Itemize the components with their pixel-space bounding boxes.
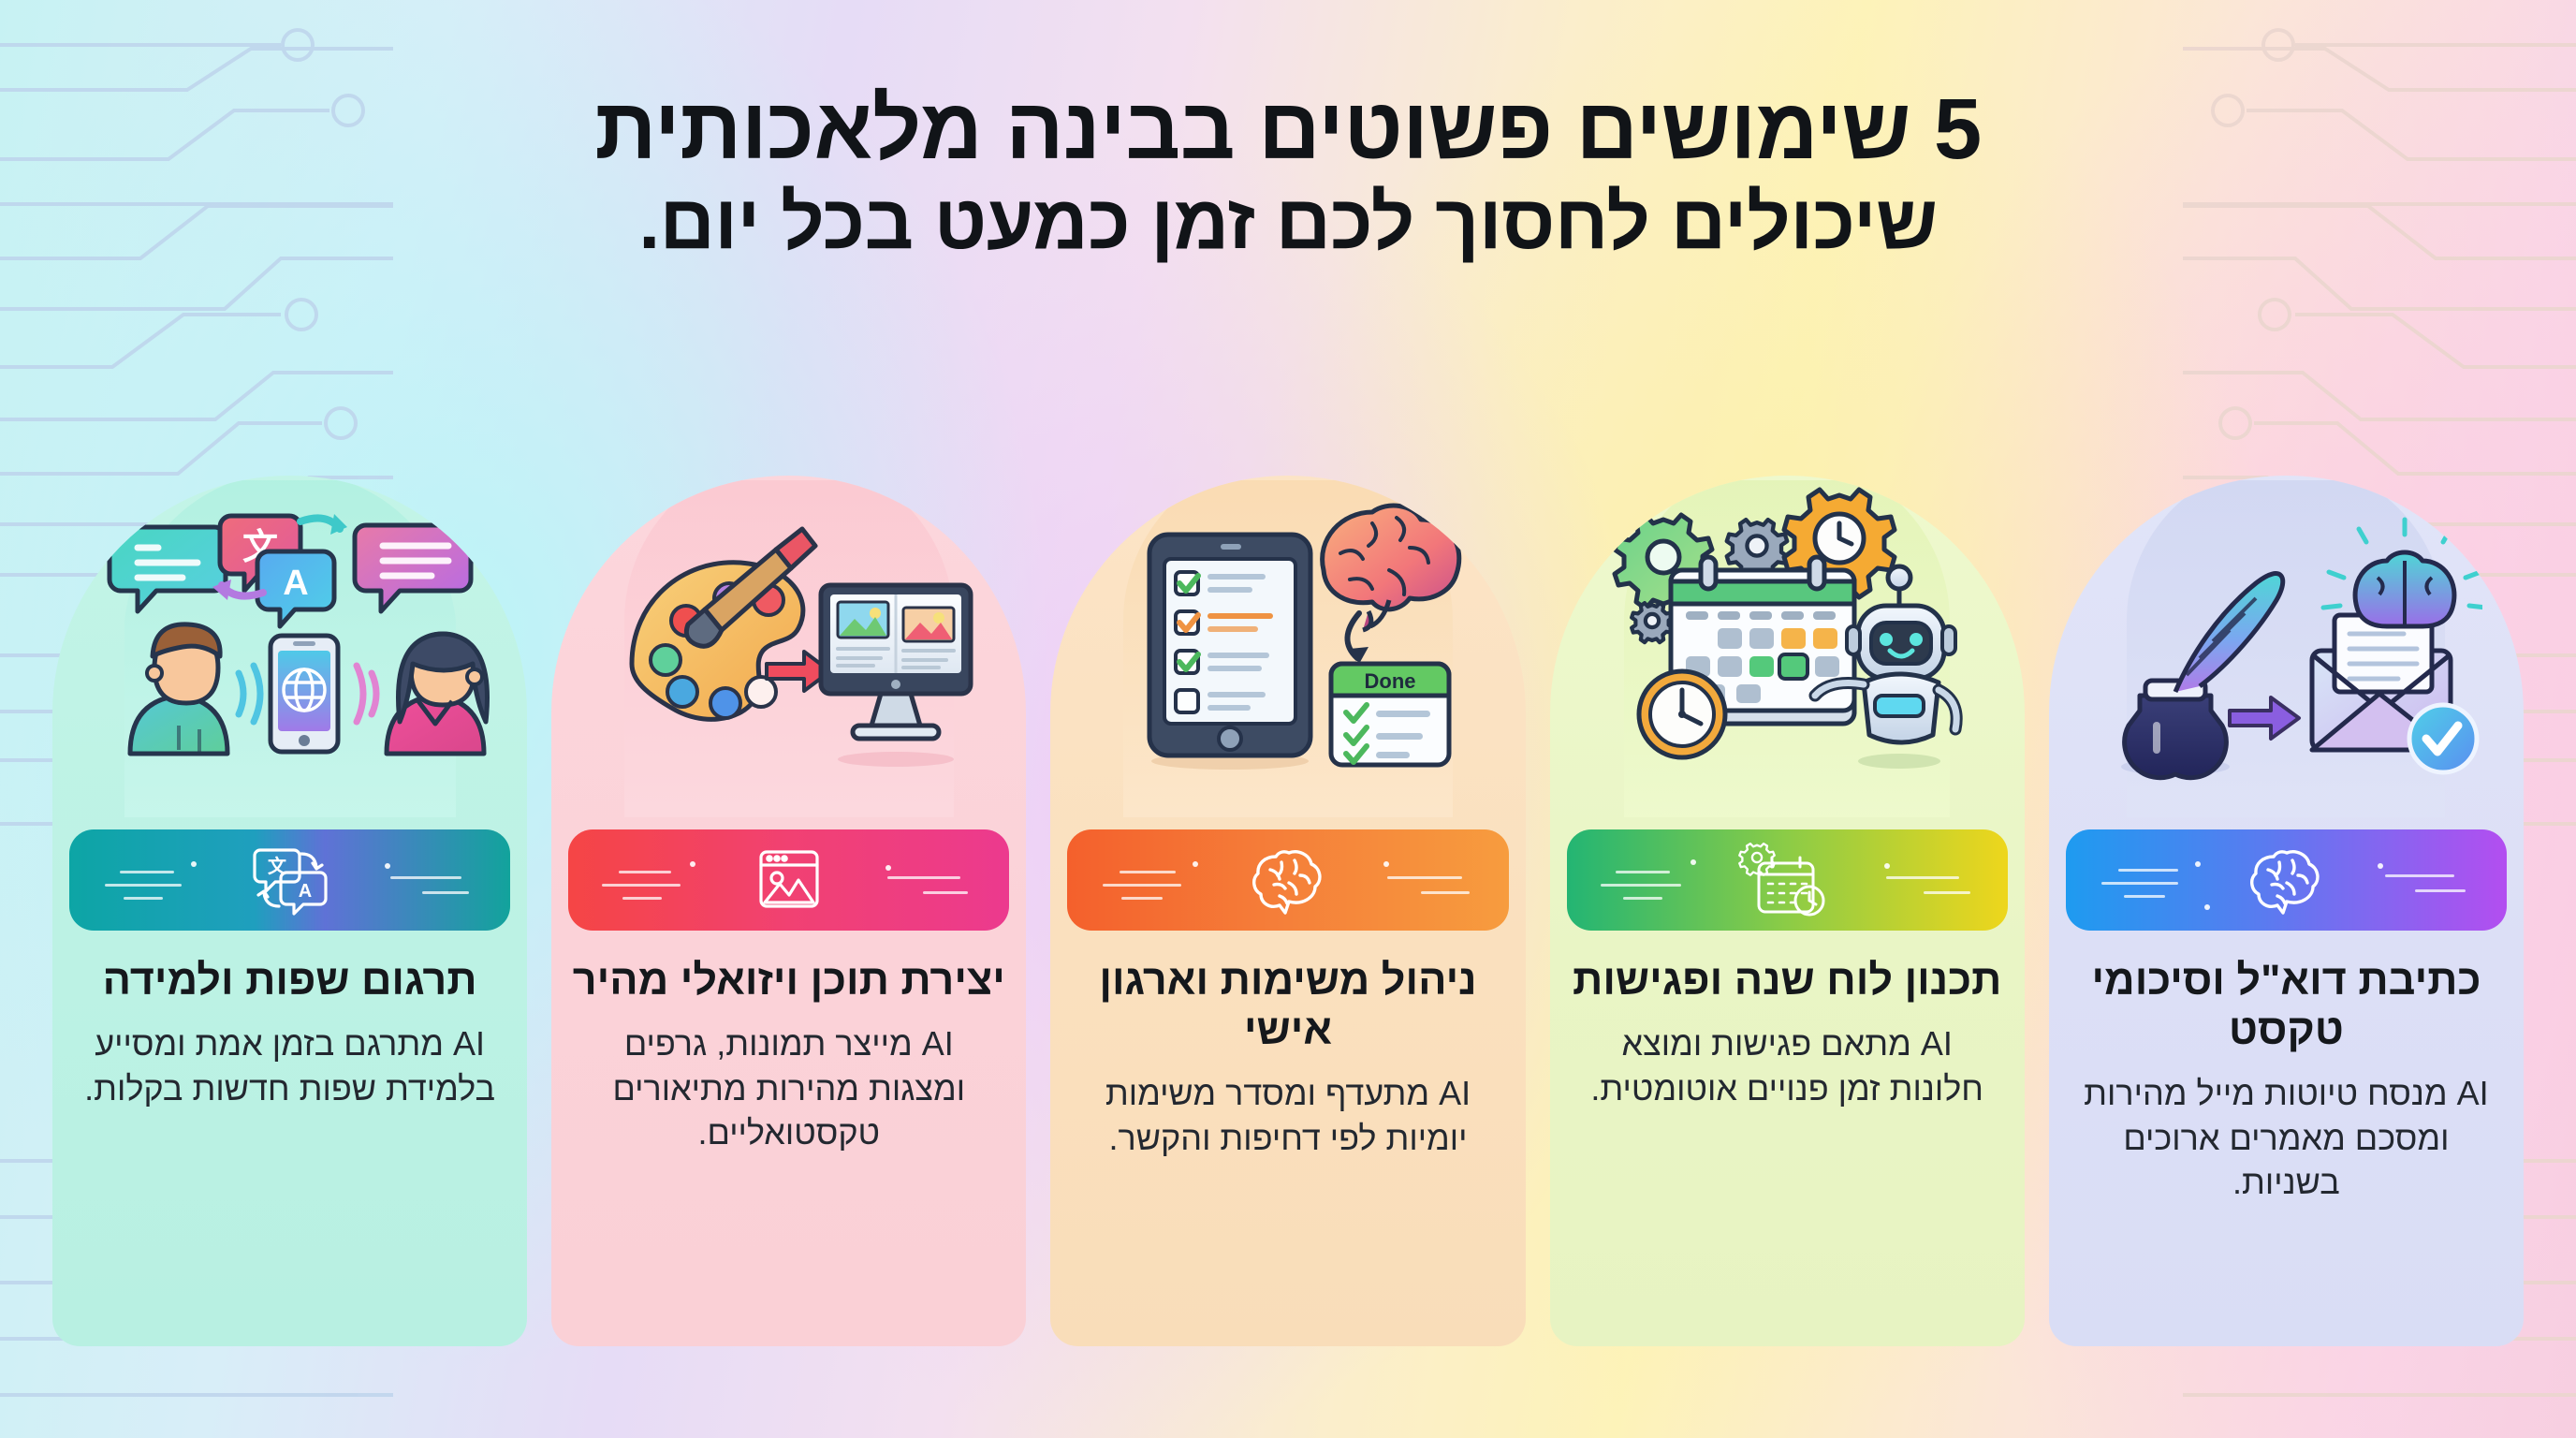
banner-task-management <box>1067 829 1509 931</box>
done-badge-label: Done <box>1365 669 1416 693</box>
image-window-icon <box>759 850 819 908</box>
banner-calendar-planning <box>1566 829 2008 931</box>
card-title-task-management: ניהול משימות וארגון אישי <box>1099 956 1477 1054</box>
svg-text:文: 文 <box>268 855 287 877</box>
card-email-writing[interactable]: כתיבת דוא"ל וסיכומי טקסט AI מנסח טיוטות … <box>2048 476 2524 1346</box>
banner-translation-learning: 文 A <box>68 829 511 931</box>
translate-latin-glyph: A <box>283 564 308 603</box>
banner-email-writing <box>2065 829 2507 931</box>
svg-text:A: A <box>298 881 311 902</box>
card-body-task-management: AI מתעדף ומסדר משימות יומיות לפי דחיפות … <box>1105 1074 1471 1157</box>
brain-icon <box>2250 850 2320 915</box>
header: 5 שימושים פשוטים בבינה מלאכותית שיכולים … <box>0 81 2576 266</box>
calendar-gear-clock-icon <box>1738 843 1825 917</box>
illustration-tablet-checklist-brain-done: Done <box>1050 476 1525 822</box>
cards-row: כתיבת דוא"ל וסיכומי טקסט AI מנסח טיוטות … <box>51 476 2524 1346</box>
card-body-calendar-planning: AI מתאם פגישות ומוצא חלונות זמן פנויים א… <box>1590 1024 1983 1108</box>
illustration-calendar-gears-clock-robot <box>1550 476 2025 822</box>
page-title-line-2: שיכולים לחסוך לכם זמן כמעט בכל יום. <box>638 179 1938 265</box>
card-translation-learning[interactable]: 文 A <box>51 476 528 1346</box>
page-title-line-1: 5 שימושים פשוטים בבינה מלאכותית <box>594 81 1982 177</box>
illustration-people-phone-speech-translate: 文 A <box>52 476 527 822</box>
illustration-palette-brush-monitor-images <box>551 476 1026 822</box>
translate-icon: 文 A <box>252 848 328 916</box>
card-calendar-planning[interactable]: תכנון לוח שנה ופגישות AI מתאם פגישות ומו… <box>1549 476 2025 1346</box>
card-title-calendar-planning: תכנון לוח שנה ופגישות <box>1573 956 2002 1004</box>
illustration-quill-inkwell-envelope-brain <box>2049 476 2524 822</box>
brain-icon <box>1252 850 1322 915</box>
card-visual-content[interactable]: יצירת תוכן ויזואלי מהיר AI מייצר תמונות,… <box>551 476 1027 1346</box>
card-title-visual-content: יצירת תוכן ויזואלי מהיר <box>572 956 1005 1004</box>
banner-visual-content <box>568 829 1010 931</box>
card-body-visual-content: AI מייצר תמונות, גרפים ומצגות מהירות מתי… <box>612 1024 966 1152</box>
card-title-translation-learning: תרגום שפות ולמידה <box>102 956 477 1004</box>
card-body-translation-learning: AI מתרגם בזמן אמת ומסייע בלמידת שפות חדש… <box>84 1024 496 1108</box>
card-title-email-writing: כתיבת דוא"ל וסיכומי טקסט <box>2091 956 2481 1054</box>
card-body-email-writing: AI מנסח טיוטות מייל מהירות ומסכם מאמרים … <box>2084 1074 2489 1202</box>
card-task-management[interactable]: Done <box>1050 476 1526 1346</box>
